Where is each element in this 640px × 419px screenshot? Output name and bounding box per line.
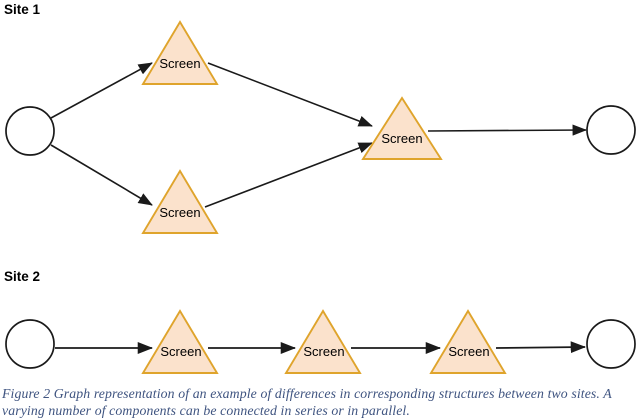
site-1-group: Site 1 Screen Screen Screen bbox=[4, 2, 636, 234]
node-site2-screen-3-triangle[interactable] bbox=[429, 309, 507, 374]
edge-screen-top-to-merge bbox=[207, 62, 373, 127]
node-site1-screen-bottom-triangle[interactable] bbox=[141, 169, 219, 234]
node-site1-screen-merge-triangle[interactable] bbox=[361, 96, 443, 160]
node-site1-screen-top-label: Screen bbox=[159, 56, 200, 71]
node-site2-screen-2-label: Screen bbox=[303, 344, 344, 359]
site-1-label: Site 1 bbox=[4, 2, 41, 17]
node-site1-source-circle[interactable] bbox=[5, 106, 55, 156]
node-site2-screen-3-label: Screen bbox=[448, 344, 489, 359]
node-site1-screen-bottom-label: Screen bbox=[159, 205, 200, 220]
edge-source-to-screen-bottom bbox=[50, 144, 153, 206]
site-2-label: Site 2 bbox=[4, 269, 40, 284]
node-site2-sink-circle[interactable] bbox=[586, 319, 636, 369]
edge-s2-screen-3-to-sink bbox=[495, 341, 587, 354]
node-site2-screen-1-triangle[interactable] bbox=[141, 309, 219, 374]
node-site1-screen-merge-label: Screen bbox=[381, 131, 422, 146]
node-site2-screen-2-triangle[interactable] bbox=[284, 309, 362, 374]
edge-source-to-screen-top bbox=[50, 62, 153, 119]
figure-caption: Figure 2 Graph representation of an exam… bbox=[2, 386, 612, 418]
node-site2-source-circle[interactable] bbox=[5, 319, 55, 369]
edge-merge-to-sink bbox=[427, 124, 587, 136]
node-site1-sink-circle[interactable] bbox=[586, 105, 636, 155]
site-2-group: Site 2 Screen Screen Screen bbox=[4, 269, 636, 374]
node-site2-screen-1-label: Screen bbox=[160, 344, 201, 359]
node-site1-screen-top-triangle[interactable] bbox=[141, 20, 219, 85]
edge-screen-bottom-to-merge bbox=[204, 142, 373, 208]
